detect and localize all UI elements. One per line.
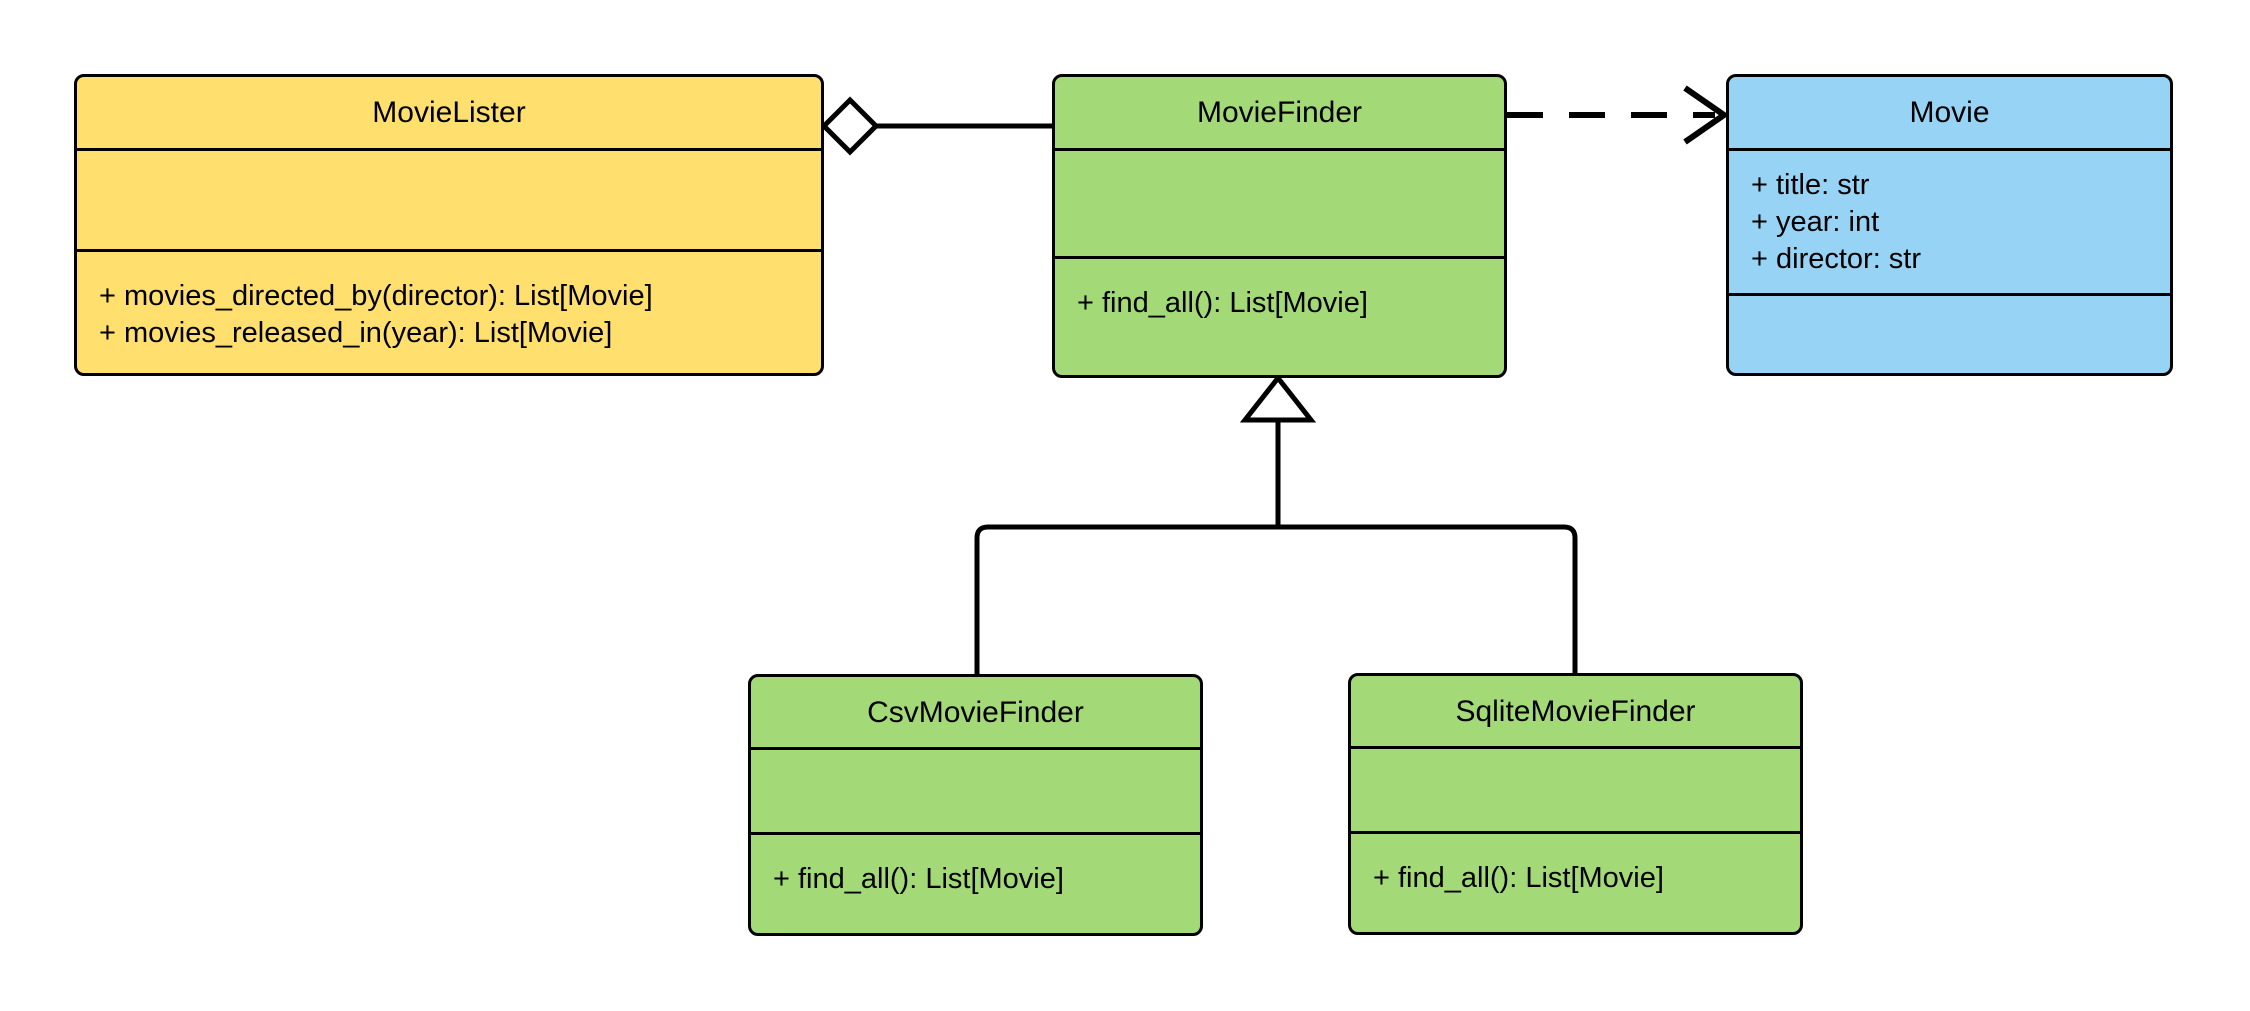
- operation-item: + find_all(): List[Movie]: [1077, 287, 1368, 319]
- hollow-diamond-marker: [820, 96, 880, 156]
- class-title-movie: Movie: [1909, 96, 1990, 129]
- class-box-csv-movie-finder[interactable]: CsvMovieFinder + find_all(): List[Movie]: [748, 674, 1203, 936]
- class-operations-compartment: + find_all(): List[Movie]: [751, 832, 1200, 933]
- class-box-sqlite-movie-finder[interactable]: SqliteMovieFinder + find_all(): List[Mov…: [1348, 673, 1803, 935]
- class-name-compartment: SqliteMovieFinder: [1351, 676, 1800, 746]
- class-operations-compartment: [1729, 293, 2170, 373]
- class-attributes-compartment: [751, 747, 1200, 832]
- operation-item: + movies_released_in(year): List[Movie]: [99, 317, 613, 350]
- open-arrow-marker: [1683, 85, 1730, 145]
- class-attributes-compartment: [1351, 746, 1800, 831]
- attribute-item: + year: int: [1751, 206, 1880, 239]
- class-title-movie-lister: MovieLister: [372, 96, 526, 129]
- attribute-item: + title: str: [1751, 169, 1870, 201]
- class-box-movie-finder[interactable]: MovieFinder + find_all(): List[Movie]: [1052, 74, 1507, 378]
- class-operations-compartment: + find_all(): List[Movie]: [1055, 256, 1504, 375]
- operation-item: + movies_directed_by(director): List[Mov…: [99, 280, 653, 312]
- class-name-compartment: MovieLister: [77, 77, 821, 148]
- class-title-sqlite-movie-finder: SqliteMovieFinder: [1455, 694, 1696, 728]
- class-name-compartment: MovieFinder: [1055, 77, 1504, 148]
- class-box-movie-lister[interactable]: MovieLister + movies_directed_by(directo…: [74, 74, 824, 376]
- class-name-compartment: Movie: [1729, 77, 2170, 148]
- edge-dependency-finder-movie: [1507, 85, 1730, 145]
- generalization-branch-sqlite: [1278, 524, 1578, 673]
- edge-aggregation-lister-finder: [820, 96, 1052, 156]
- class-box-movie[interactable]: Movie + title: str + year: int + directo…: [1726, 74, 2173, 376]
- attribute-item: + director: str: [1751, 243, 1922, 276]
- class-title-csv-movie-finder: CsvMovieFinder: [867, 695, 1084, 729]
- generalization-branch-csv: [974, 524, 1278, 674]
- class-attributes-compartment: [1055, 148, 1504, 256]
- class-attributes-compartment: + title: str + year: int + director: str: [1729, 148, 2170, 293]
- class-name-compartment: CsvMovieFinder: [751, 677, 1200, 747]
- class-operations-compartment: + movies_directed_by(director): List[Mov…: [77, 249, 821, 373]
- class-attributes-compartment: [77, 148, 821, 249]
- operation-item: + find_all(): List[Movie]: [773, 863, 1064, 895]
- class-operations-compartment: + find_all(): List[Movie]: [1351, 831, 1800, 932]
- operation-item: + find_all(): List[Movie]: [1373, 862, 1664, 894]
- hollow-triangle-marker: [1239, 373, 1317, 423]
- class-title-movie-finder: MovieFinder: [1196, 96, 1363, 129]
- edge-generalization-subclasses-finder: [974, 373, 1578, 674]
